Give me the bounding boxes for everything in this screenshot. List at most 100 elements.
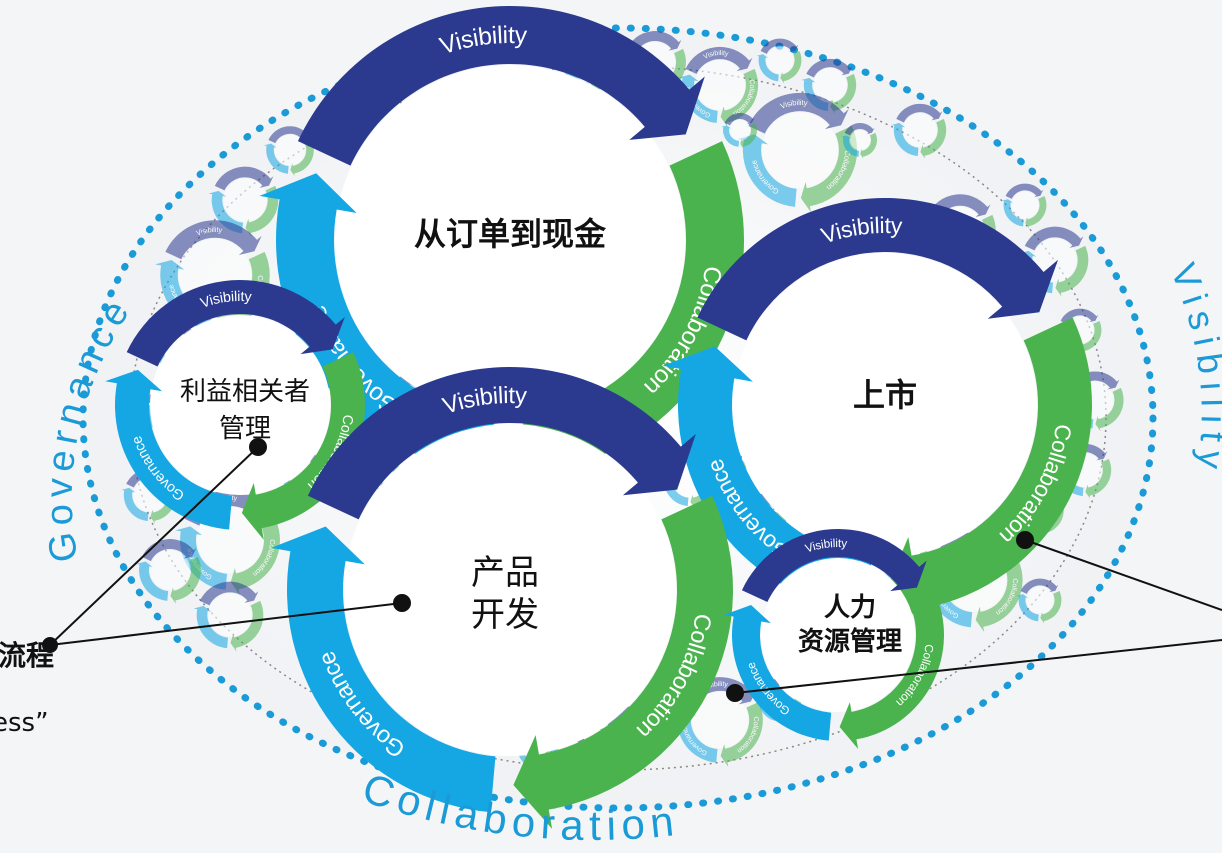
visibility-text: Visibility — [702, 680, 729, 691]
collaboration-arrow — [839, 590, 944, 750]
collaboration-arrow — [245, 185, 279, 237]
visibility-arrow — [1005, 183, 1044, 199]
visibility-arrow — [626, 31, 682, 54]
cycle-center — [813, 68, 847, 102]
governance-arrow — [175, 526, 228, 590]
collaboration-arrow — [800, 125, 858, 213]
governance-arrow — [678, 74, 718, 123]
collaboration-arrow — [780, 50, 802, 84]
stakeholder-label-line2: 管理 — [218, 414, 271, 444]
callout-lines — [42, 438, 1222, 702]
visibility-arrow — [724, 113, 755, 126]
governance-arrow — [756, 54, 779, 82]
visibility-text: Visibility — [702, 49, 729, 60]
visibility-arrow — [741, 529, 927, 603]
governance-arrow — [105, 369, 233, 530]
hr-label-line1: 人力 — [823, 593, 876, 623]
cycle-center — [335, 65, 685, 415]
visibility-arrow — [297, 5, 705, 166]
governance-arrow — [737, 134, 797, 207]
visibility-arrow — [844, 122, 875, 136]
governance-arrow — [193, 605, 229, 649]
cycle-center — [1011, 191, 1039, 219]
mini-cycle — [193, 581, 264, 652]
mini-cycle — [208, 166, 279, 237]
callout-dot — [726, 684, 744, 702]
governance-arrow — [723, 605, 832, 741]
collaboration-arrow — [1055, 245, 1089, 297]
visibility-arrow — [748, 92, 849, 134]
visibility-arrow — [307, 366, 696, 520]
product-dev-label-line1: 产品 — [471, 553, 539, 593]
governance-arrow — [136, 561, 169, 601]
cycle-center — [223, 178, 267, 222]
visibility-arrow — [1024, 226, 1084, 251]
collaboration-arrow — [830, 73, 857, 114]
visibility-arrow — [126, 280, 345, 367]
cycle-center — [695, 60, 745, 110]
collaboration-arrow — [1080, 320, 1102, 354]
collaboration-arrow — [230, 518, 280, 595]
callout-dot — [1016, 531, 1034, 549]
collaboration-arrow — [720, 68, 759, 127]
left-callout-title: 流程 — [0, 639, 55, 672]
visibility-arrow — [214, 166, 274, 191]
governance-arrow — [263, 143, 289, 174]
collaboration-arrow — [513, 141, 744, 491]
visibility-arrow — [760, 38, 799, 54]
cycle-center — [762, 112, 838, 188]
collaboration-arrow — [1040, 590, 1062, 624]
hr-label-line2: 资源管理 — [797, 627, 902, 657]
visibility-arrow — [697, 198, 1059, 341]
mini-cycle — [891, 103, 947, 159]
left-callout-subtitle: ess” — [0, 708, 49, 738]
cycle-center — [1026, 586, 1054, 614]
mini-cycle — [1016, 578, 1062, 624]
cycle-center — [733, 253, 1037, 557]
process-cycles: VisibilityCollaborationGovernanceVisibil… — [105, 5, 1092, 829]
cycle-center — [344, 424, 676, 756]
collaboration-arrow — [888, 317, 1092, 628]
order-to-cash-label: 从订单到现金 — [413, 215, 606, 253]
cycle-center — [730, 120, 750, 140]
governance-arrow — [271, 526, 496, 813]
visibility-arrow — [896, 103, 943, 123]
cycle-center — [766, 46, 794, 74]
collaboration-arrow — [860, 132, 877, 159]
visibility-arrow — [927, 194, 991, 220]
mini-cycle — [841, 122, 877, 159]
cycle-center — [274, 134, 306, 166]
governance-arrow — [721, 125, 740, 147]
governance-arrow — [891, 122, 919, 157]
collaboration-arrow — [513, 495, 733, 829]
collaboration-arrow — [230, 600, 264, 652]
collaboration-arrow — [975, 559, 1023, 633]
mini-cycle — [1001, 183, 1047, 229]
cycle-center — [761, 558, 915, 712]
visibility-arrow — [806, 58, 853, 78]
governance-arrow — [121, 487, 149, 522]
mini-cycle — [801, 58, 857, 114]
collaboration-arrow — [1095, 387, 1124, 432]
cycle-center — [149, 549, 191, 591]
collaboration-arrow — [740, 122, 757, 149]
mini-cycle — [756, 38, 802, 84]
collaboration-arrow — [241, 352, 365, 540]
mini-cycle — [721, 113, 757, 149]
collaboration-arrow — [1085, 458, 1112, 499]
collaboration-arrow — [170, 556, 201, 604]
visibility-arrow — [1060, 308, 1099, 324]
governance-arrow — [1016, 594, 1039, 622]
cycle-center — [691, 691, 749, 749]
governance-arrow — [259, 173, 495, 474]
visibility-arrow — [165, 220, 262, 260]
mini-cycle — [263, 126, 314, 177]
governance-arrow — [1001, 199, 1024, 227]
callout-dot — [42, 637, 58, 653]
cycle-center — [850, 130, 870, 150]
cycle-center — [903, 113, 937, 147]
